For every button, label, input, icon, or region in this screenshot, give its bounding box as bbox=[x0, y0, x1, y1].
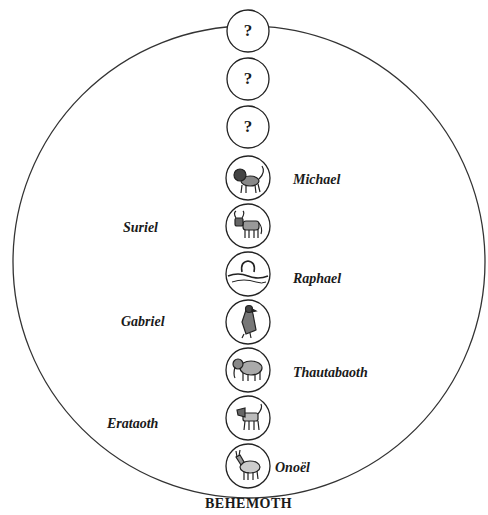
angel-name: Suriel bbox=[122, 220, 159, 236]
node-text: ? bbox=[244, 117, 253, 137]
angel-name: Onoël bbox=[274, 460, 311, 476]
mystery-circle: ? bbox=[226, 57, 270, 101]
mystery-circle: ? bbox=[226, 9, 270, 53]
caption: BEHEMOTH bbox=[205, 496, 292, 512]
node-text: ? bbox=[244, 21, 253, 41]
node-text: ? bbox=[244, 69, 253, 89]
mystery-circle: ? bbox=[226, 105, 270, 149]
angel-name: Gabriel bbox=[120, 314, 166, 330]
angel-name: Raphael bbox=[292, 271, 342, 287]
angel-name: Michael bbox=[292, 172, 341, 188]
angel-name: Erataoth bbox=[106, 416, 159, 432]
angel-name: Thautabaoth bbox=[292, 365, 369, 381]
